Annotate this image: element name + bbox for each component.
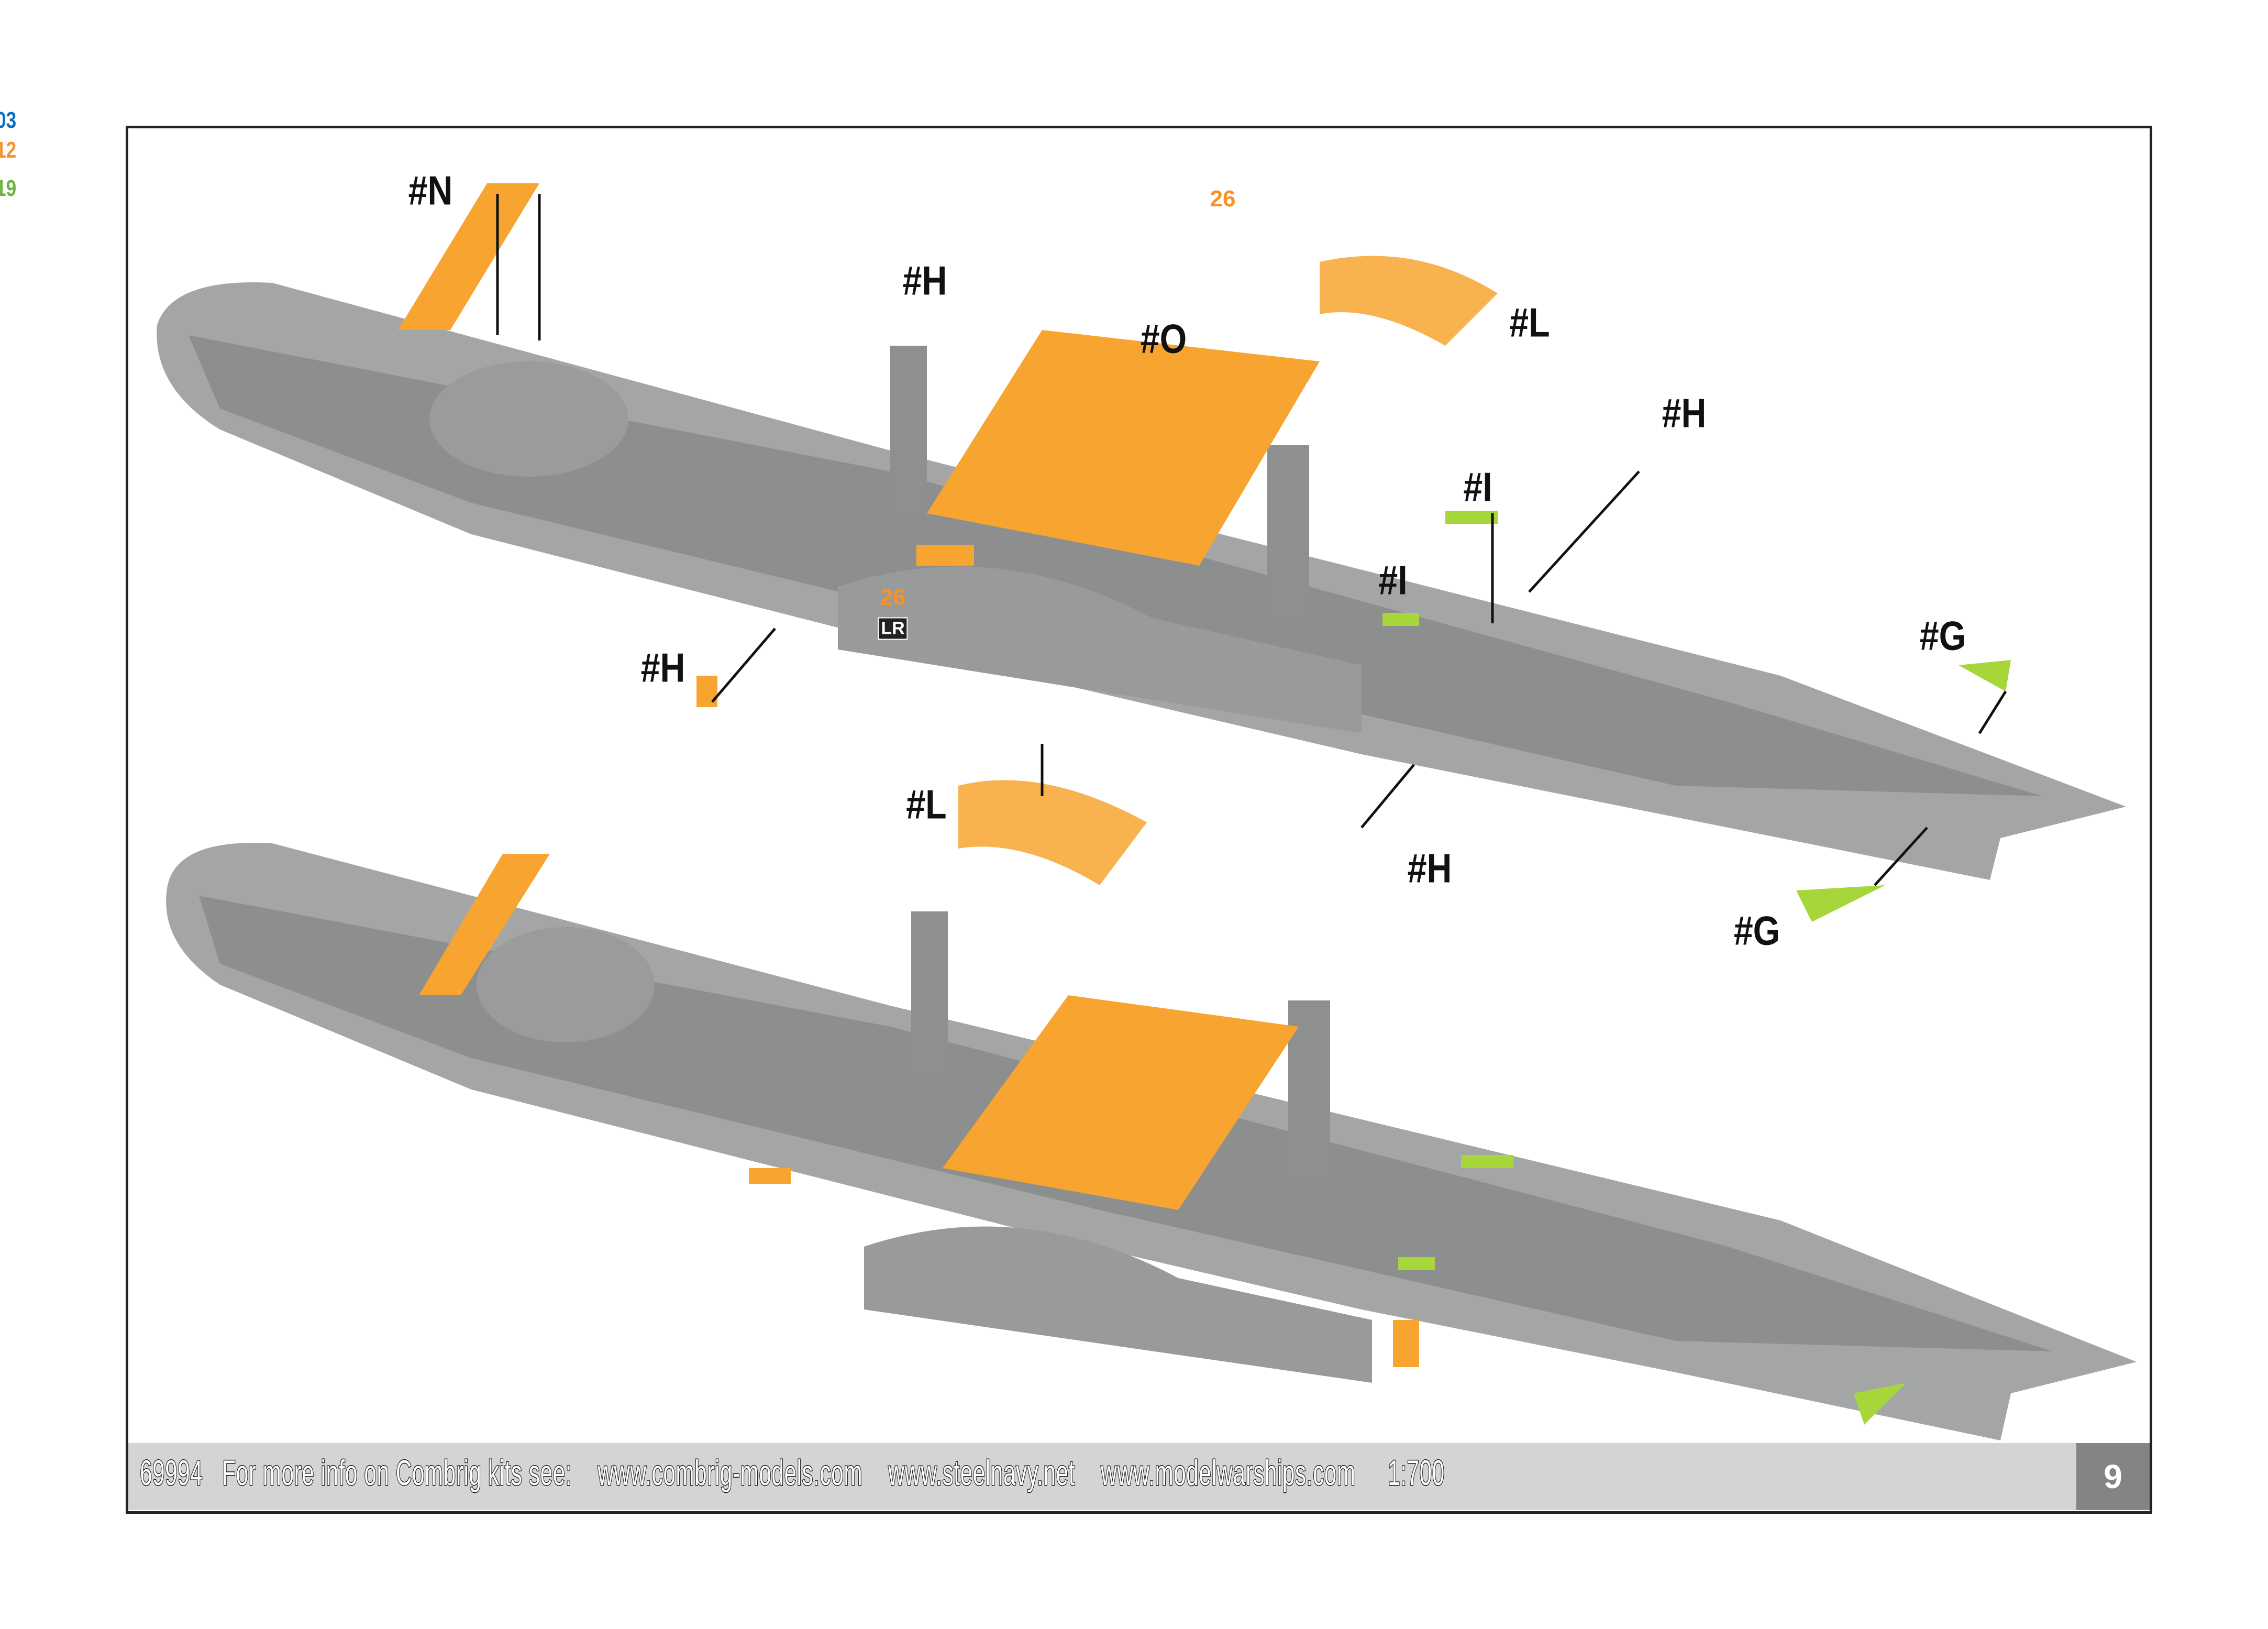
part-label-g: #G xyxy=(1919,612,1966,659)
instruction-frame xyxy=(126,126,2152,1514)
footer-info-text: 69994 For more info on Combrig kits see:… xyxy=(139,1452,1445,1494)
page-number: 9 xyxy=(2076,1443,2150,1510)
part-label-l: #L xyxy=(1509,299,1550,346)
part-label-h: #H xyxy=(902,257,947,304)
part-label-o: #O xyxy=(1140,315,1187,362)
legend-color-19: 19 xyxy=(0,175,17,201)
part-number: 26 xyxy=(1210,186,1236,212)
footer-bar: 69994 For more info on Combrig kits see:… xyxy=(128,1443,2150,1510)
left-right-badge: LR xyxy=(878,617,908,640)
part-label-l: #L xyxy=(906,781,947,828)
part-label-h: #H xyxy=(640,644,685,691)
ship-exploded-view xyxy=(157,183,2127,922)
part-label-n: #N xyxy=(408,167,453,214)
part-label-h: #H xyxy=(1662,390,1707,436)
part-label-g: #G xyxy=(1733,907,1780,954)
legend-color-03: 03 xyxy=(0,107,17,133)
legend-color-12: 12 xyxy=(0,137,17,163)
part-label-i: #I xyxy=(1463,464,1492,510)
part-label-h: #H xyxy=(1407,845,1452,891)
part-number: 26 xyxy=(880,585,906,610)
ship-assembled-view xyxy=(166,843,2137,1440)
part-label-i: #I xyxy=(1378,557,1408,603)
